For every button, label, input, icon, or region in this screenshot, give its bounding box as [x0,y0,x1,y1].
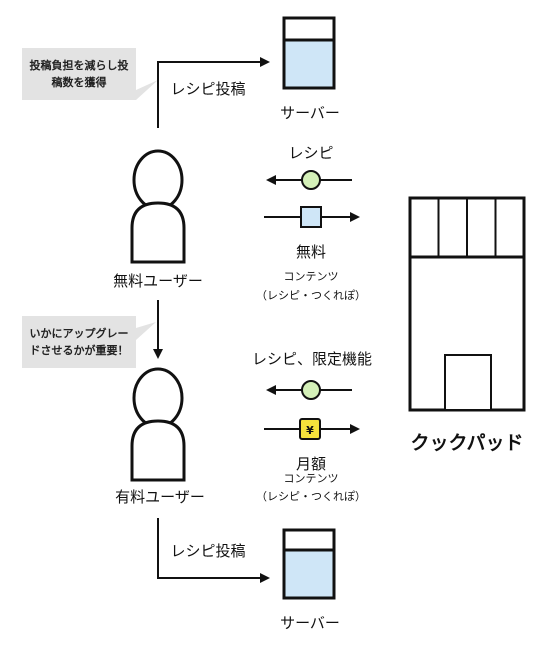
recipe-circle-icon [301,170,321,190]
free-pay-label: 無料 [296,243,326,261]
server-bottom-label: サーバー [280,614,340,632]
paid-content-line2: （レシピ・つくれぽ） [256,490,366,503]
top-upload-label: レシピ投稿 [170,80,245,98]
free-user-icon [130,149,186,264]
server-top-label: サーバー [280,104,340,122]
free-receive-label: レシピ [288,144,333,162]
yen-coin-symbol: ¥ [306,424,314,437]
cookpad-label: クックパッド [410,432,523,454]
paid-content-line1: コンテンツ [284,472,339,485]
free-user-label: 無料ユーザー [113,272,203,290]
content-square-icon [300,206,322,228]
free-content-line1: コンテンツ [284,270,339,283]
note-top: 投稿負担を減らし投 稿数を獲得 [22,48,158,100]
note-top-line2: 稿数を獲得 [52,75,107,89]
cookpad-building-icon [408,196,526,412]
paid-user-icon [130,367,186,482]
server-icon-bottom [282,528,336,600]
bottom-upload-label: レシピ投稿 [170,542,245,560]
note-mid-line1: いかにアップグレー [30,326,129,340]
server-icon-top [282,16,336,90]
free-content-line2: （レシピ・つくれぽ） [256,289,366,302]
paid-user-label: 有料ユーザー [115,488,205,506]
paid-pay-label: 月額 [296,455,326,473]
note-mid-line2: ドさせるかが重要！ [30,343,129,357]
top-upload-arrow [157,57,270,128]
paid-receive-label: レシピ、限定機能 [252,350,372,368]
bottom-upload-arrow [157,518,270,583]
note-middle: いかにアップグレー ドさせるかが重要！ [22,316,156,368]
note-top-line1: 投稿負担を減らし投 [30,58,129,72]
features-circle-icon [301,380,321,400]
yen-coin-icon [299,418,321,440]
